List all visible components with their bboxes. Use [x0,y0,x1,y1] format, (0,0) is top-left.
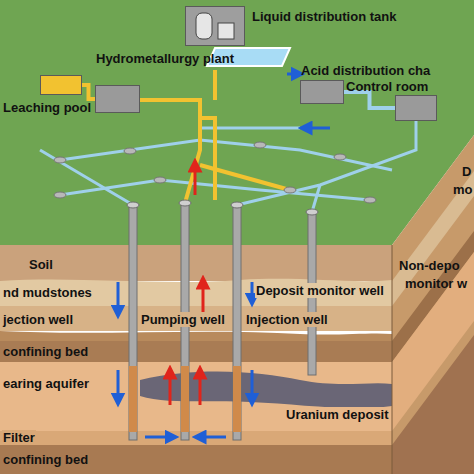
mudstone-layer [0,306,392,331]
lower-confining-layer [0,445,392,474]
flow-arrow [145,436,172,439]
layer-label: monitor w [404,276,468,291]
flow-arrow [251,370,254,400]
layer-label: Uranium deposit [285,407,390,422]
wellhead [306,209,318,215]
building-box: Control room [395,95,437,121]
block-edge [392,245,393,474]
pipe [200,165,290,190]
building-label: Hydrometallurgy plant [96,51,234,66]
wellhead [54,157,66,163]
ground-surface [0,0,474,245]
flow-arrow [194,165,197,195]
flow-arrow [202,282,205,312]
tank-icon [196,13,212,39]
layer-label: earing aquifer [2,376,90,391]
pipe-connector [344,92,395,108]
flow-arrows [118,74,330,437]
layer-label: jection well [2,312,74,327]
pipe [312,185,320,212]
wellhead [179,200,191,206]
aquifer-layer [0,362,392,431]
layer-label: mo [452,182,474,197]
filter-section [233,366,241,432]
wellhead [364,197,376,203]
flow-arrow [305,127,330,130]
wellhead [154,177,166,183]
layer-label: Pumping well [140,312,226,327]
confining-layer [0,341,392,362]
flow-arrow [199,436,226,439]
layer-label: Deposit monitor well [255,283,385,298]
wellhead [54,192,66,198]
wellhead [127,202,139,208]
building-label: Acid distribution cha [301,63,430,78]
thin-layer [0,331,392,341]
soil-layer [0,245,392,281]
flow-arrow [117,282,120,312]
injection-well [129,205,137,440]
layer-label: confining bed [2,452,89,467]
pipe [60,140,392,170]
layer-label: Injection well [245,312,329,327]
tank-icon [218,23,234,39]
building-label: Liquid distribution tank [252,9,396,24]
wellhead [334,154,346,160]
layer-label: nd mudstones [2,285,93,300]
building-box: Acid distribution cha [300,80,344,104]
layer-label: Filter [2,430,36,445]
acid-pipes [40,121,416,212]
wellheads [54,142,376,203]
building-box: Leaching pool [40,75,82,95]
layer-label: confining bed [2,344,89,359]
pipe [237,121,416,205]
liquid-pipes [140,70,290,203]
building-label: Leaching pool [3,100,91,115]
wellhead [124,148,136,154]
side-face [392,135,474,474]
side-layer [392,171,474,306]
plant-icon [186,7,244,45]
injection-well [233,205,241,440]
side-layer [392,335,474,474]
flow-arrow [287,73,298,76]
pipe [40,150,133,205]
layer-label: D [461,164,472,179]
wellhead [284,187,296,193]
layer-label: Soil [28,257,54,272]
building-box: Hydrometallurgy plant [95,85,140,113]
filter-section [129,366,137,432]
layer-label: Non-depo [398,258,461,273]
aquifer-base [0,431,392,445]
wellhead [254,142,266,148]
uranium-deposit [140,372,392,409]
filter-section [181,366,189,432]
building-box: Liquid distribution tank [185,6,245,46]
wellhead [231,202,243,208]
flow-arrow [117,370,120,400]
flow-arrow [251,282,254,300]
pipe [140,100,200,203]
pipe-connector [82,85,95,99]
sand-layer [0,279,392,306]
pipe [200,118,215,200]
flow-arrow [199,372,202,405]
building-label: Control room [346,79,428,94]
flow-arrow [169,372,172,405]
pipe [213,70,217,100]
